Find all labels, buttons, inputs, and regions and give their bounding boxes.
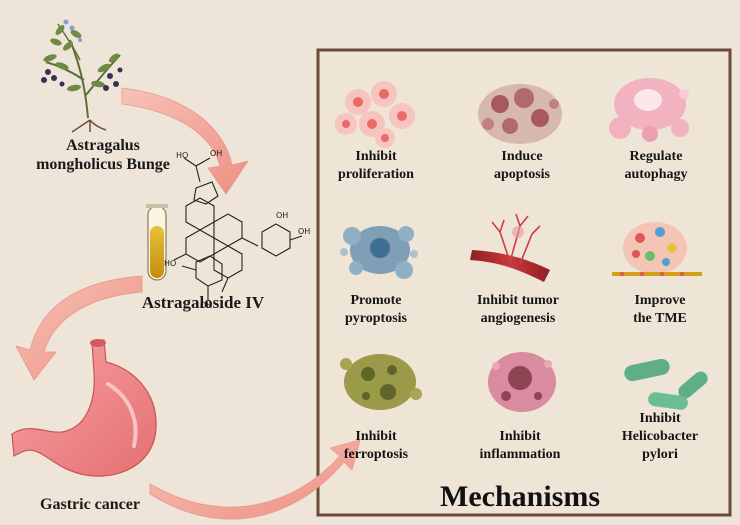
inflammation-cell-icon <box>488 352 556 412</box>
svg-text:OH: OH <box>200 301 212 310</box>
structure-labels: HO OH OH OH HO OH <box>164 149 310 310</box>
apoptosis-cells-icon <box>478 84 562 144</box>
ferroptosis-cell-icon <box>340 354 422 410</box>
pyroptosis-cell-icon <box>340 226 418 279</box>
arrow-disease-to-mechanisms <box>149 439 361 520</box>
tumor-microenvironment-icon <box>612 222 702 276</box>
svg-text:HO: HO <box>176 151 188 160</box>
svg-text:HO: HO <box>164 259 176 268</box>
plant-name-line2: mongholicus Bunge <box>36 156 170 173</box>
autophagy-cells-icon <box>609 78 689 142</box>
svg-text:OH: OH <box>210 149 222 158</box>
mechanisms-title: Mechanisms <box>440 480 600 513</box>
proliferation-cells-icon <box>335 81 415 148</box>
blood-vessel-icon <box>470 213 550 282</box>
test-tube-icon <box>146 204 168 281</box>
stomach-icon <box>11 339 157 477</box>
svg-text:OH: OH <box>276 211 288 220</box>
plant-name-label: Astragalus mongholicus Bunge <box>28 136 178 174</box>
plant-name-line1: Astragalus <box>66 137 140 154</box>
svg-text:OH: OH <box>298 227 310 236</box>
astragalus-plant-icon <box>41 19 123 133</box>
compound-name-label: Astragaloside IV <box>141 293 265 312</box>
arrow-plant-to-compound <box>121 87 249 195</box>
arrow-compound-to-disease <box>15 275 143 381</box>
disease-name-label: Gastric cancer <box>40 496 140 513</box>
helicobacter-bacteria-icon <box>624 358 708 410</box>
astragaloside-structure-icon <box>173 157 303 300</box>
